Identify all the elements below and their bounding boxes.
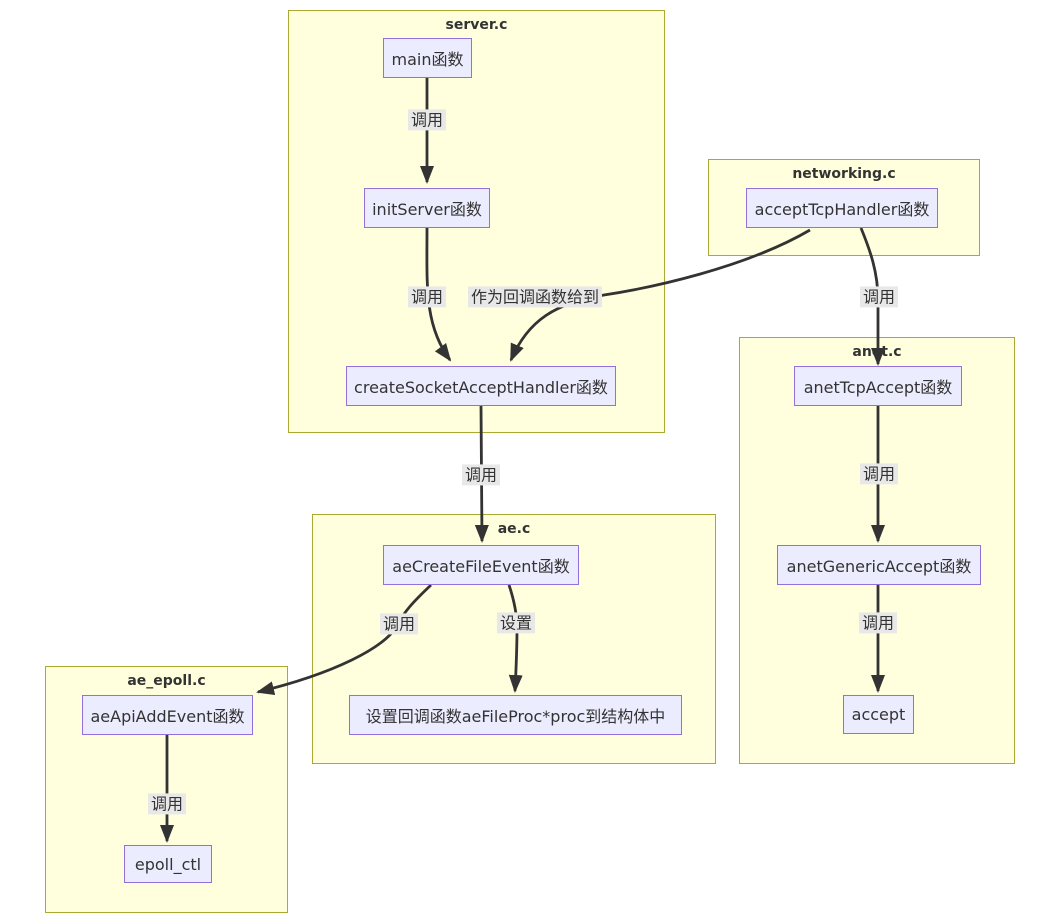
edge-label-set-aecreate-struct: 设置: [496, 612, 536, 634]
node-createsocketaccepthandler-fn: createSocketAcceptHandler函数: [346, 366, 616, 406]
subgraph-title-ae-c: ae.c: [497, 521, 531, 537]
node-set-callback-to-struct: 设置回调函数aeFileProc*proc到结构体中: [349, 695, 682, 735]
edge-label-call-aecreate-aeapiadd: 调用: [379, 613, 419, 635]
edge-label-call-createsock-aecreate: 调用: [461, 464, 501, 486]
node-aeapiaddevent-fn: aeApiAddEvent函数: [82, 695, 253, 735]
edge-label-as-callback-given-to: 作为回调函数给到: [467, 286, 603, 308]
node-anetgenericaccept-fn: anetGenericAccept函数: [777, 545, 981, 585]
subgraph-title-anet-c: anet.c: [852, 344, 902, 360]
edge-label-call-aeapiadd-epollctl: 调用: [147, 793, 187, 815]
node-initserver-fn: initServer函数: [364, 188, 490, 228]
subgraph-title-networking-c: networking.c: [792, 166, 896, 182]
edge-label-call-anetgeneric-accept: 调用: [858, 612, 898, 634]
edge-label-call-main-initserver: 调用: [407, 109, 447, 131]
node-epoll-ctl: epoll_ctl: [124, 845, 212, 883]
node-anettcpaccept-fn: anetTcpAccept函数: [794, 366, 962, 406]
node-main-fn: main函数: [383, 38, 472, 78]
edge-label-call-initserver-createsock: 调用: [407, 286, 447, 308]
edge-label-call-anettcp-anetgeneric: 调用: [859, 463, 899, 485]
node-aecreatefileevent-fn: aeCreateFileEvent函数: [383, 545, 579, 585]
node-accepttcphandler-fn: acceptTcpHandler函数: [746, 188, 938, 228]
subgraph-title-server-c: server.c: [445, 17, 508, 33]
edge-label-call-accepttcp-anettcp: 调用: [859, 286, 899, 308]
subgraph-title-ae-epoll-c: ae_epoll.c: [127, 673, 206, 689]
node-accept: accept: [843, 695, 914, 734]
